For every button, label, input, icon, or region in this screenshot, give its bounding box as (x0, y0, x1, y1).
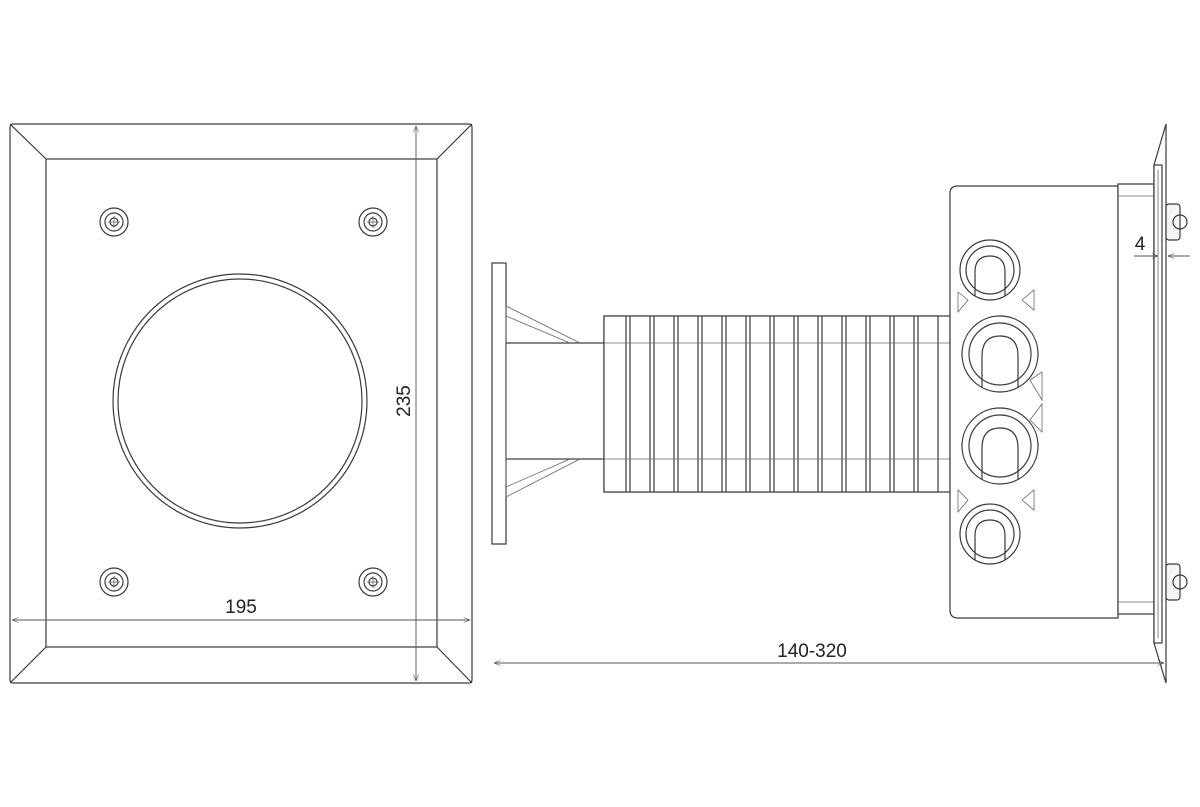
depth-dimension: 140-320 (494, 641, 1164, 663)
center-tube (505, 342, 607, 460)
side-view: 140-320 4 (491, 123, 1190, 684)
cover-screw-top (1165, 203, 1188, 241)
height-dimension-label: 235 (394, 385, 415, 417)
corrugated-section (603, 315, 951, 493)
center-opening (112, 273, 368, 529)
front-view: 195 235 (9, 123, 473, 684)
cable-entry-1 (959, 239, 1021, 301)
cable-entry-4 (959, 503, 1021, 565)
front-plate-outer (9, 123, 473, 684)
offset-dimension: 4 (1134, 234, 1190, 256)
front-plate-inner (45, 158, 438, 648)
depth-dimension-label: 140-320 (777, 641, 847, 662)
cover-screw-bottom (1165, 563, 1188, 601)
screw-top-right (358, 207, 388, 237)
height-dimension: 235 (394, 126, 416, 681)
cover-plate-side (1153, 123, 1167, 684)
screw-bottom-right (358, 567, 388, 597)
width-dimension: 195 (12, 597, 470, 620)
left-flange (491, 262, 507, 545)
screw-bottom-left (99, 567, 129, 597)
screw-top-left (99, 207, 129, 237)
cable-entry-2 (961, 315, 1039, 393)
width-dimension-label: 195 (225, 597, 257, 618)
offset-dimension-label: 4 (1135, 234, 1146, 255)
cable-entry-3 (961, 407, 1039, 485)
